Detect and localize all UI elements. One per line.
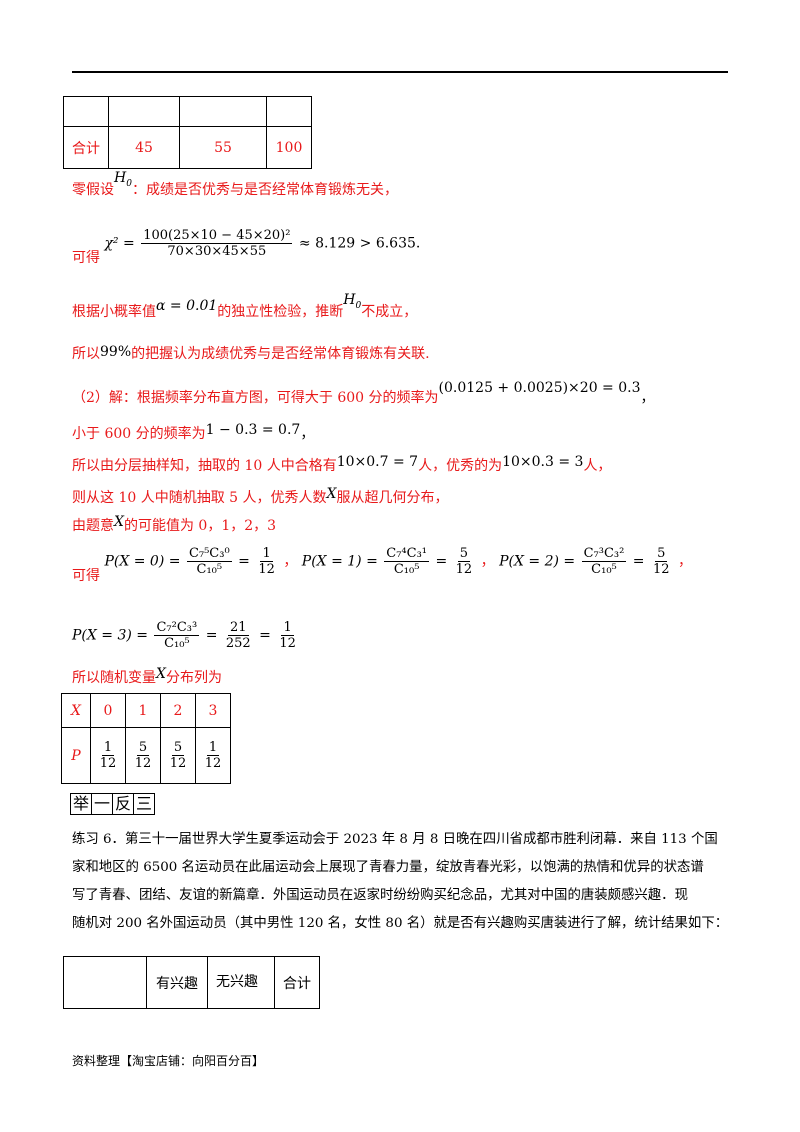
badge-char: 举 xyxy=(70,793,93,815)
badge-char: 一 xyxy=(91,793,114,815)
exercise-line: 写了青春、团结、友谊的新篇章．外国运动员在返家时纷纷购买纪念品，尤其对中国的唐装… xyxy=(72,888,688,903)
total-cell: 45 xyxy=(108,126,180,169)
p-label: P xyxy=(61,727,91,784)
x-label: X xyxy=(61,693,91,728)
badge-char: 三 xyxy=(133,793,156,815)
total-cell: 100 xyxy=(266,126,312,169)
header-rule xyxy=(72,71,728,73)
total-row-label: 合计 xyxy=(63,126,109,169)
header-cell: 合计 xyxy=(274,956,320,1009)
exercise-paragraph: 练习 6．第三十一届世界大学生夏季运动会于 2023 年 8 月 8 日晚在四川… xyxy=(72,826,728,938)
part2-line: （2）解：根据频率分布直方图，可得大于 600 分的频率为(0.0125 + 0… xyxy=(72,380,655,406)
possible-values-line: 由题意X的可能值为 0，1，2，3 xyxy=(72,514,277,534)
footer-credit: 资料整理【淘宝店铺：向阳百分百】 xyxy=(72,1054,265,1068)
total-cell: 55 xyxy=(179,126,267,169)
exercise-line: 家和地区的 6500 名运动员在此届运动会上展现了青春力量，绽放青春光彩，以饱满… xyxy=(72,860,704,875)
hypergeometric-line: 则从这 10 人中随机抽取 5 人，优秀人数X服从超几何分布， xyxy=(72,486,449,506)
x-value: 2 xyxy=(160,693,196,728)
x-value: 1 xyxy=(125,693,161,728)
interest-table: 有兴趣 无兴趣 合计 xyxy=(63,956,320,1009)
less-than-line: 小于 600 分的频率为1 − 0.3 = 0.7， xyxy=(72,422,315,442)
distribution-intro-line: 所以随机变量X分布列为 xyxy=(72,666,222,686)
x-value: 0 xyxy=(90,693,126,728)
stratified-line: 所以由分层抽样知，抽取的 10 人中合格有10×0.7 = 7人，优秀的为10×… xyxy=(72,454,612,474)
header-cell xyxy=(63,956,147,1009)
contingency-table-top: 合计 45 55 100 xyxy=(63,96,312,169)
exercise-line: 练习 6．第三十一届世界大学生夏季运动会于 2023 年 8 月 8 日晚在四川… xyxy=(72,832,718,847)
badge-char: 反 xyxy=(112,793,135,815)
header-cell: 有兴趣 xyxy=(146,956,208,1009)
null-hypothesis-line: 零假设H0：成绩是否优秀与是否经常体育锻炼无关， xyxy=(72,170,398,198)
alpha-line: 根据小概率值α = 0.01的独立性检验，推断H0不成立， xyxy=(72,292,418,320)
exercise-line: 随机对 200 名外国运动员（其中男性 120 名，女性 80 名）就是否有兴趣… xyxy=(72,916,729,931)
conclusion-line: 所以99%的把握认为成绩优秀与是否经常体育锻炼有关联. xyxy=(72,344,430,362)
section-badge: 举 一 反 三 xyxy=(70,793,156,815)
x-value: 3 xyxy=(195,693,231,728)
header-cell: 无兴趣 xyxy=(207,956,275,1009)
